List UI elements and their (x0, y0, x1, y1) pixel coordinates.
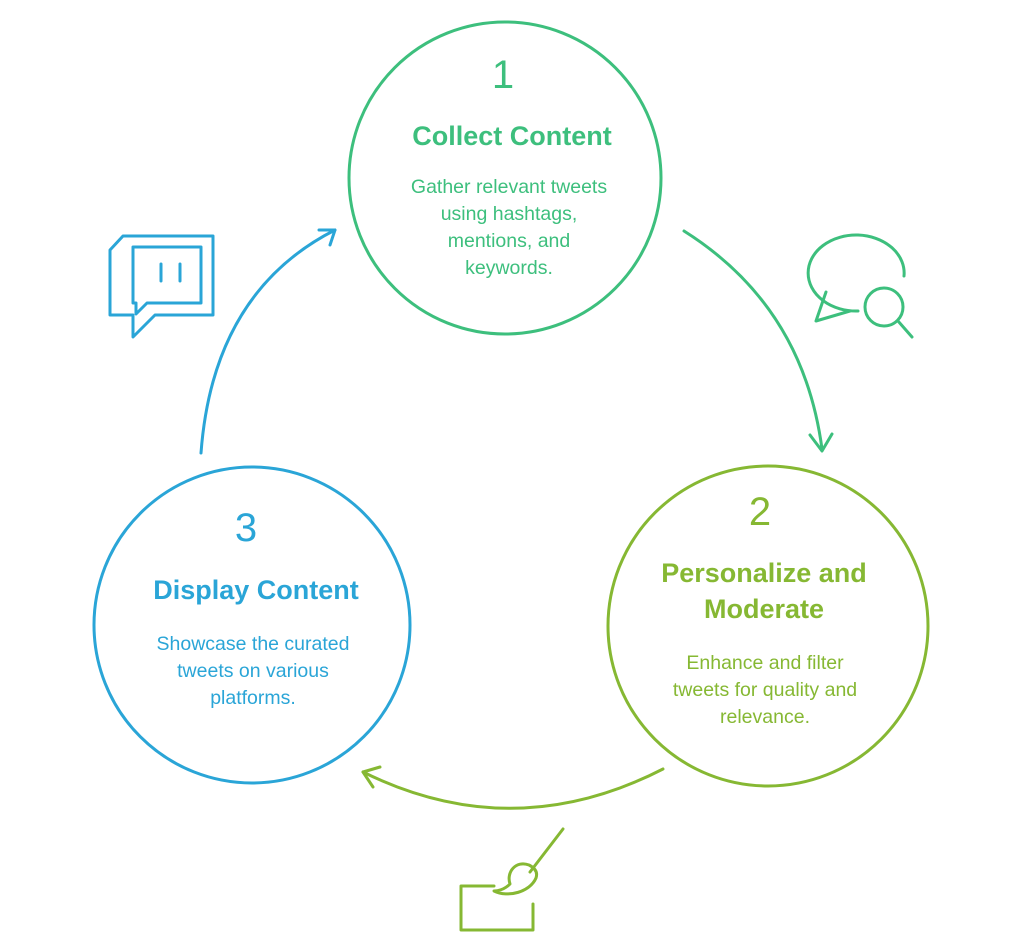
step-2-number: 2 (749, 490, 771, 534)
step-1-desc-line: using hashtags, (441, 203, 578, 225)
step-1-node: 1 Collect Content Gather relevant tweets… (347, 20, 663, 336)
step-3-desc-line: platforms. (210, 687, 296, 709)
step-3-circle (92, 465, 412, 785)
step-3-desc-line: Showcase the curated (157, 633, 350, 655)
arrow-1-to-2 (682, 229, 834, 453)
step-2-desc-line: tweets for quality and (673, 679, 857, 701)
step-2-desc-line: relevance. (720, 706, 810, 728)
step-1-desc-line: mentions, and (448, 230, 571, 252)
arrow-2-to-3 (361, 765, 665, 810)
step-3-number: 3 (235, 506, 257, 550)
step-2-title-line: Personalize and (661, 558, 867, 588)
chat-search-icon (806, 233, 914, 339)
step-3-desc-line: tweets on various (177, 660, 329, 682)
step-3-title: Display Content (153, 575, 359, 605)
step-2-title-line: Moderate (704, 594, 824, 624)
step-1-number: 1 (492, 53, 514, 97)
step-1-desc-line: Gather relevant tweets (411, 176, 607, 198)
twitch-chat-icon (108, 234, 215, 339)
step-2-circle (606, 464, 930, 788)
step-1-circle (347, 20, 663, 336)
step-1-desc-line: keywords. (465, 257, 553, 279)
step-1-title: Collect Content (412, 121, 612, 151)
step-3-node: 3 Display Content Showcase the curated t… (92, 465, 412, 785)
arrow-3-to-1 (199, 228, 337, 455)
step-2-desc-line: Enhance and filter (686, 652, 844, 674)
paintbrush-icon (459, 827, 565, 932)
step-2-node: 2 Personalize and Moderate Enhance and f… (606, 464, 930, 788)
